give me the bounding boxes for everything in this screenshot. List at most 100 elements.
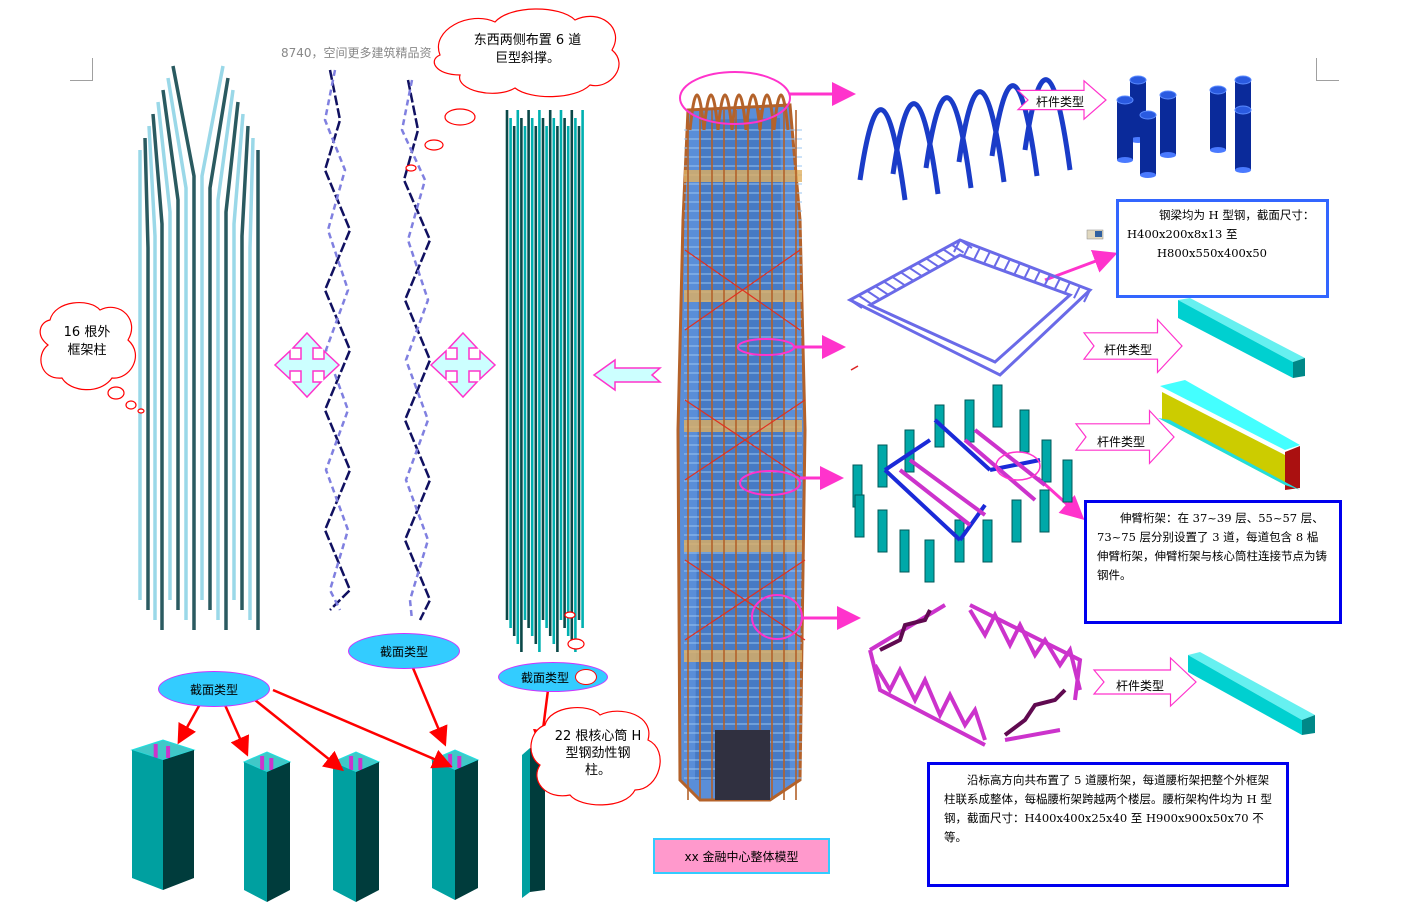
outrigger-column [899, 529, 910, 573]
cylinder-member [1159, 90, 1177, 158]
page-corner-mark-left [70, 58, 93, 81]
outrigger-column [964, 399, 975, 443]
callout-core-line2: 型钢劲性钢 [565, 746, 631, 761]
model-title-box: xx 金融中心整体模型 [653, 838, 830, 874]
cylinder-member [1209, 85, 1227, 153]
right-pointer-arrow-icon [1092, 656, 1197, 708]
callout-cloud-core-columns [530, 611, 661, 806]
outer-frame-column [151, 113, 164, 630]
section-type-label-right: 截面类型 [498, 662, 608, 692]
outer-frame-column [166, 77, 188, 620]
tower-crown-arch [730, 93, 748, 131]
belt-truss-model [868, 603, 1083, 747]
tower-crown-arch [702, 93, 720, 131]
outrigger-column [1041, 439, 1052, 483]
outer-frame-column [156, 101, 172, 600]
cylinder-member [1139, 110, 1157, 178]
outer-frame-column [171, 65, 196, 630]
outrigger-column [924, 539, 935, 583]
section-type-label-right-text: 截面类型 [521, 670, 570, 685]
callout-braces-text: 东西两侧布置 6 道 巨型斜撑。 [455, 32, 600, 68]
floor-beam-segment [934, 253, 948, 263]
crown-arch-member [1022, 77, 1073, 171]
floor-beam-segment [1063, 281, 1071, 295]
floor-beam-segment [973, 247, 981, 261]
member-type-label-arches: 杆件类型 [1036, 95, 1085, 109]
section-type-label-left: 截面类型 [158, 671, 270, 707]
tower-overall-model [676, 93, 807, 802]
outer-frame-column [208, 77, 230, 610]
box-section-column [430, 749, 480, 900]
floor-beam-segment [866, 289, 880, 300]
section-type-pointer-arrows [177, 667, 553, 772]
outrigger-truss-model [852, 384, 1073, 583]
outer-frame-column [248, 137, 255, 620]
member-type-label-beams: 杆件类型 [1104, 343, 1153, 357]
floor-beam-segment [900, 271, 914, 282]
model-title-text: xx 金融中心整体模型 [684, 849, 799, 864]
floor-beam-segment [993, 254, 1001, 268]
floor-beam-segment [849, 299, 863, 309]
outrigger-column [877, 444, 888, 488]
crown-arches-model [857, 77, 1073, 201]
tower-pointer-arrows [790, 82, 1118, 630]
outer-frame-column [224, 101, 240, 630]
outer-frame-column [147, 125, 157, 620]
floor-beam-segment [953, 239, 961, 253]
outrigger-column [1062, 459, 1073, 503]
outrigger-column [982, 519, 993, 563]
floor-beam-segment [874, 285, 888, 295]
steel-beam-note-line2: H400x200x8x13 至 [1127, 227, 1238, 241]
steel-beam-note-line3: H800x550x400x50 [1157, 246, 1267, 260]
floor-beam-segment [1053, 278, 1061, 291]
core-tube-columns-model [505, 110, 584, 652]
crown-arch-member [857, 107, 908, 201]
image-placeholder-icon [1086, 229, 1104, 240]
crown-arch-member [890, 101, 941, 195]
floor-beam-segment [857, 294, 872, 305]
box-section-column [331, 751, 381, 902]
right-pointer-arrow-icon [1074, 409, 1175, 465]
outer-frame-columns-model [138, 65, 260, 630]
outrigger-column [854, 494, 865, 538]
four-way-arrow-icon [429, 331, 497, 399]
floor-beam-segment [891, 276, 905, 286]
floor-beam-segment [959, 239, 973, 249]
tower-crown-arch [688, 93, 706, 131]
box-section-column [242, 751, 292, 902]
callout-braces-line2: 巨型斜撑。 [494, 51, 560, 66]
watermark-text: 8740，空间更多建筑精品资 [281, 46, 432, 60]
box-section-column [130, 739, 196, 890]
outer-frame-column [240, 125, 250, 610]
member-type-label-outrigger: 杆件类型 [1097, 435, 1146, 449]
tower-crown-arch [744, 93, 762, 131]
floor-beam-segment [1013, 262, 1021, 276]
h-beam-member-1 [1178, 298, 1305, 378]
outrigger-column [1039, 489, 1050, 533]
floor-beam-segment [1033, 270, 1041, 284]
page-corner-mark-right [1316, 58, 1339, 81]
floor-beam-segment [942, 248, 956, 259]
floor-beam-segment [917, 262, 931, 272]
outer-frame-column [161, 89, 180, 610]
floor-steel-beams-model [846, 238, 1093, 377]
left-arrow-icon [592, 358, 662, 392]
cast-steel-node-cylinders [1116, 75, 1252, 178]
four-way-arrow-icon [273, 331, 341, 399]
callout-outer-columns-text: 16 根外 框架柱 [52, 324, 122, 360]
crown-arch-member [923, 95, 974, 189]
callout-core-columns-text: 22 根核心筒 H 型钢劲性钢 柱。 [548, 728, 648, 779]
callout-cloud-outer-columns [39, 302, 145, 414]
column-section-detail [130, 739, 545, 902]
outrigger-column [877, 509, 888, 553]
floor-beam-segment [983, 251, 991, 264]
floor-beam-segment [1003, 258, 1011, 272]
floor-beam-segment [1023, 266, 1031, 280]
right-pointer-arrow-icon [1082, 318, 1183, 374]
callout-outer-line2: 框架柱 [67, 343, 107, 358]
callout-core-line3: 柱。 [584, 763, 611, 778]
floor-beam-segment [925, 257, 939, 268]
floor-beam-segment [1073, 285, 1081, 299]
belt-truss-note-text: 沿标高方向共布置了 5 道腰桁架，每道腰桁架把整个外框架柱联系成整体，每榀腰桁架… [944, 773, 1272, 844]
outer-frame-column [143, 137, 150, 610]
